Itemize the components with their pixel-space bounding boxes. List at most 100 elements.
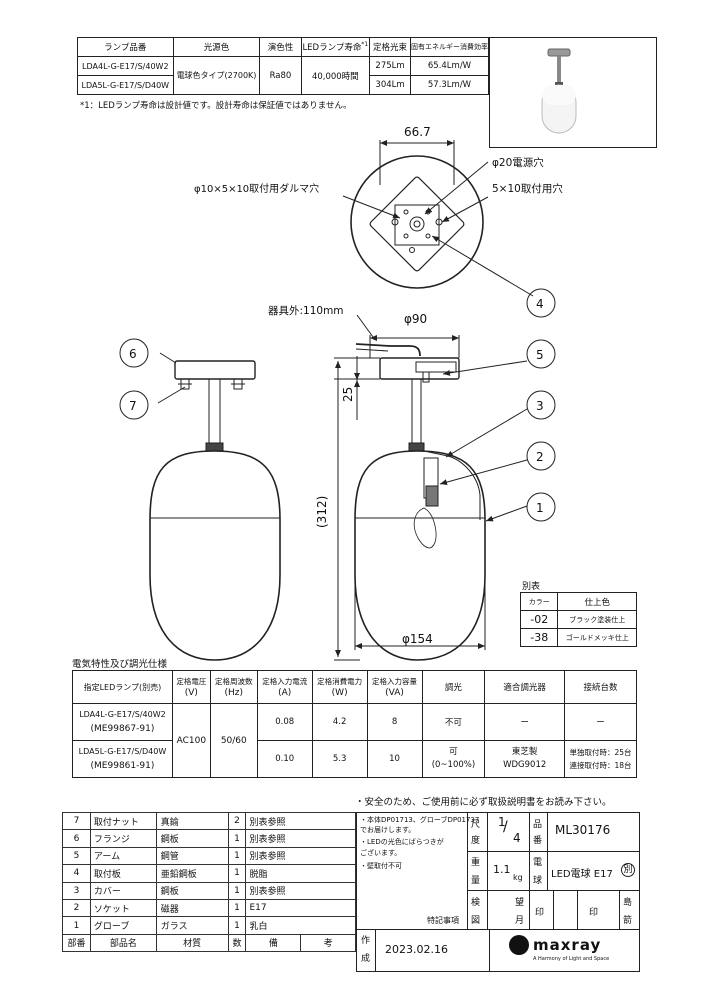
product-thumbnail: [489, 37, 657, 148]
lamp-cri: Ra80: [259, 56, 302, 95]
part-name: 取付ナット: [89, 811, 157, 831]
variant-header-code: カラー: [519, 592, 559, 611]
weight-label-2: 量: [471, 876, 481, 886]
part-no: 7: [62, 811, 91, 831]
mount-hole-right-label: 5×10取付用穴: [492, 182, 563, 195]
safety-note: ・安全のため、ご使用前に必ず取扱説明書をお読み下さい。: [355, 797, 612, 808]
elec-dimmer: ー: [484, 703, 566, 741]
top-view: [342, 140, 534, 297]
scale-label-2: 度: [471, 836, 481, 846]
made-label-1: 作: [361, 936, 371, 946]
part-qty: 2: [227, 811, 247, 831]
special-note-2: でお届けします。: [360, 826, 416, 834]
weight-label-1: 重: [471, 858, 481, 868]
elec-dimming: 不可: [421, 703, 486, 741]
elec-header-count: 接続台数: [564, 670, 637, 704]
part-number: ML30176: [555, 823, 611, 837]
elec-header-voltage-text: 定格電圧: [176, 676, 207, 686]
dim-globe: φ154: [402, 632, 433, 646]
part-material: 鋼板: [155, 829, 229, 848]
elec-lamp-model: LDA5L-G-E17/S/D40W(ME99861-91): [72, 740, 173, 778]
special-note-3: ・LEDの光色にばらつきが: [360, 838, 444, 846]
elec-header-frequency-text: 定格周波数: [215, 676, 253, 686]
part-no: 4: [62, 864, 91, 883]
callout-label: 4: [536, 297, 544, 311]
elec-model-text: LDA4L-G-E17/S/40W2: [79, 710, 166, 719]
front-view: [149, 352, 281, 661]
parts-footer-material: 材質: [155, 933, 229, 953]
part-no: 3: [62, 881, 91, 900]
parts-footer-no: 部番: [62, 933, 91, 953]
lamp-table-row: LDA4L-G-E17/S/40W2 電球色タイプ(2700K) Ra80 40…: [77, 56, 490, 95]
elec-power: 4.2: [311, 703, 368, 741]
part-name: カバー: [89, 881, 157, 900]
lamp-header-life-mark: *1: [361, 41, 369, 49]
part-label-1: 品: [533, 820, 543, 830]
lamp-model: LDA5L-G-E17/S/D40W: [77, 75, 174, 95]
lamp-efficiency: 57.3Lm/W: [409, 75, 490, 95]
elec-header-va-text: 定格入力容量: [372, 676, 418, 686]
electrical-table: 指定LEDランプ(別売) 定格電圧(V) 定格周波数(Hz) 定格入力電流(A)…: [72, 670, 637, 778]
elec-header-va: 定格入力容量(VA): [366, 670, 423, 704]
special-notes-label: 特記事項: [427, 916, 459, 925]
bulb-type: LED電球 E17: [551, 869, 613, 880]
part-qty: 1: [227, 916, 247, 935]
elec-voltage: AC100: [171, 703, 211, 778]
callout-label: 5: [536, 348, 544, 362]
elec-count: 単独取付時：25台連接取付時：18台: [564, 740, 637, 778]
bulb-label-2: 球: [533, 876, 543, 886]
elec-unit-v: (V): [184, 687, 198, 698]
elec-dimmer-maker: 東芝製: [511, 747, 538, 757]
elec-va: 8: [366, 703, 423, 741]
elec-dimming-text: 可: [449, 747, 458, 757]
part-name: 取付板: [89, 864, 157, 883]
elec-unit-va: (VA): [385, 687, 404, 698]
lamp-spec-table: ランプ品番 光源色 演色性 LEDランプ寿命*1 定格光束 固有エネルギー消費効…: [77, 37, 490, 95]
variant-finish: ゴールドメッキ仕上: [557, 628, 637, 647]
brand-logo-icon: [509, 935, 529, 955]
callout-label: 3: [536, 399, 544, 413]
parts-footer-qty: 数: [227, 933, 247, 953]
elec-header-dimming: 調光: [421, 670, 486, 704]
callout-label: 2: [536, 450, 544, 464]
elec-header-frequency: 定格周波数(Hz): [209, 670, 258, 704]
elec-va: 10: [366, 740, 423, 778]
part-name: ソケット: [89, 898, 157, 918]
lamp-header-life-text: LEDランプ寿命: [302, 43, 362, 53]
lamp-life-note: *1：LEDランプ寿命は設計値です。設計寿命は保証値ではありません。: [80, 101, 352, 111]
mochi-2: 月: [515, 916, 525, 926]
lamp-header-life: LEDランプ寿命*1: [300, 37, 371, 57]
bulb-separate-mark: 別: [621, 863, 635, 877]
part-note: 別表参照: [245, 829, 356, 848]
special-note-1: ・本体DP01713、グローブDP01737: [360, 816, 480, 824]
callout-circle: [526, 492, 556, 522]
callout-label: 7: [129, 399, 137, 413]
part-label-2: 番: [533, 836, 543, 846]
parts-footer-name: 部品名: [89, 933, 157, 953]
elec-header-voltage: 定格電圧(V): [171, 670, 211, 704]
check-label-1: 検: [471, 898, 481, 908]
fixture-outer-label: 器具外:110mm: [268, 305, 344, 317]
part-material: 鋼板: [155, 881, 229, 900]
electrical-header: 指定LEDランプ(別売) 定格電圧(V) 定格周波数(Hz) 定格入力電流(A)…: [72, 670, 637, 704]
callout-circle: [119, 338, 149, 368]
dim-canopy: φ90: [404, 312, 427, 326]
elec-lamp-model: LDA4L-G-E17/S/40W2(ME99867-91): [72, 703, 173, 741]
dim-25: 25: [341, 387, 355, 402]
mount-hole-left-label: φ10×5×10取付用ダルマ穴: [194, 182, 319, 195]
elec-frequency: 50/60: [209, 703, 258, 778]
title-block: ・本体DP01713、グローブDP01737 でお届けします。 ・LEDの光色に…: [356, 812, 640, 972]
elec-header-current-text: 定格入力電流: [262, 676, 308, 686]
part-qty: 1: [227, 829, 247, 848]
variant-finish: ブラック塗装仕上: [557, 610, 637, 629]
special-note-4: ございます。: [360, 849, 402, 857]
part-material: 真鍮: [155, 811, 229, 831]
elec-unit-hz: (Hz): [224, 687, 244, 698]
elec-header-current: 定格入力電流(A): [256, 670, 313, 704]
variant-code: -38: [519, 628, 559, 647]
weight-unit: kg: [513, 873, 523, 882]
